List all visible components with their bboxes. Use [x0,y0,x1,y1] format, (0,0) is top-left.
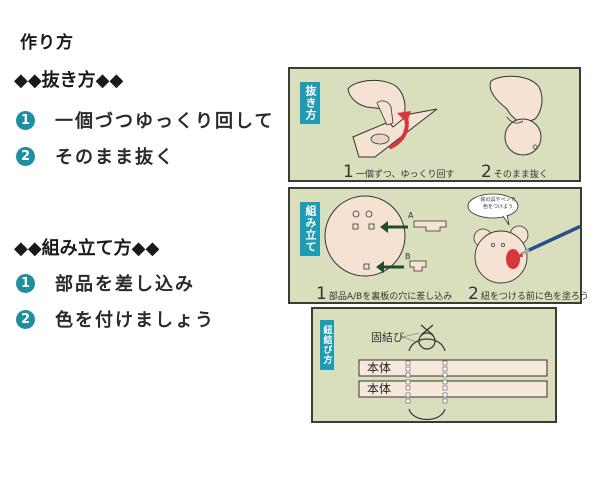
step-text: 部品を差し込み [55,274,195,295]
bubble-line-2: 色をつけよう [482,204,513,210]
step-number-badge: 1 [16,273,35,293]
piece-hole [532,144,538,150]
bear-face [474,230,528,284]
assembly-heading: ◆◆組み立て方◆◆ [14,238,160,259]
removal-panel-tag: 抜き方 [300,82,320,124]
removal-heading: ◆◆抜き方◆◆ [14,70,124,91]
assembly-panel: 組み立て A B 絵の具やペンで 色をつけよう 1 部品A/Bを裏板の穴に差し込… [288,187,589,304]
knot-loop [418,332,436,350]
board-top-label: 本体 [367,361,392,375]
knot-panel: 紐結び方 固結び 本体 本体 [311,307,557,423]
paintbrush-icon [525,225,581,253]
removal-caption-1: 1 一個ずつ、ゆっくり回す [343,162,454,182]
bubble-line-1: 絵の具やペンで [480,197,516,203]
step-text: 一個づつゆっくり回して [55,111,275,132]
knot-label: 固結び [371,331,404,344]
finger [376,100,394,126]
removal-step-1: 1 一個づつゆっくり回して [16,107,274,133]
step-text: そのまま抜く [55,147,175,168]
caption-text: 一個ずつ、ゆっくり回す [355,170,455,180]
painted-cheek [506,249,520,269]
knot-illustration [358,324,548,421]
caption-number: 2 [481,162,492,182]
board-bottom-label: 本体 [367,382,392,396]
step-number-badge: 2 [16,309,35,329]
string-bottom [408,408,446,421]
caption-number: 1 [316,284,327,304]
string-loop [408,338,446,352]
speech-bubble-text: 絵の具やペンで 色をつけよう [473,197,523,211]
hand [347,80,406,128]
caption-text: 部品A/Bを裏板の穴に差し込み [328,292,453,302]
removal-step-2: 2 そのまま抜く [16,143,175,169]
assembly-caption-2: 2 紐をつける前に色を塗ろう [468,284,589,304]
assembly-caption-1: 1 部品A/Bを裏板の穴に差し込み [316,284,452,304]
part-b [409,260,427,272]
back-board [324,195,406,277]
assembly-step-2: 2 色を付けましょう [16,306,215,332]
round-piece [504,118,542,156]
caption-text: そのまま抜く [493,170,548,180]
back-board-illustration [324,195,447,277]
caption-text: 紐をつける前に色を塗ろう [480,292,589,302]
part-a [413,220,447,232]
page-title: 作り方 [20,33,74,53]
caption-number: 2 [468,284,479,304]
step-number-badge: 2 [16,146,35,166]
part-b-label: B [405,252,411,261]
assembly-step-1: 1 部品を差し込み [16,270,195,296]
twist-illustration [347,80,438,158]
removal-panel: 抜き方 1 一個ずつ、ゆっくり回す 2 そのまま抜く [288,67,581,182]
thumb [506,116,524,124]
piece-hole [370,133,390,145]
rotate-arrowhead [397,111,411,123]
bear-illustration [467,193,581,284]
assembly-panel-tag: 組み立て [300,202,320,256]
knot-panel-tag: 紐結び方 [320,320,334,370]
speech-bubble [467,193,519,219]
part-a-label: A [408,211,414,220]
pull-illustration [489,75,543,156]
hand [489,75,543,124]
knot-pointer [402,332,420,338]
removal-caption-2: 2 そのまま抜く [481,162,548,182]
step-text: 色を付けましょう [55,310,215,331]
step-number-badge: 1 [16,110,35,130]
caption-number: 1 [343,162,354,182]
